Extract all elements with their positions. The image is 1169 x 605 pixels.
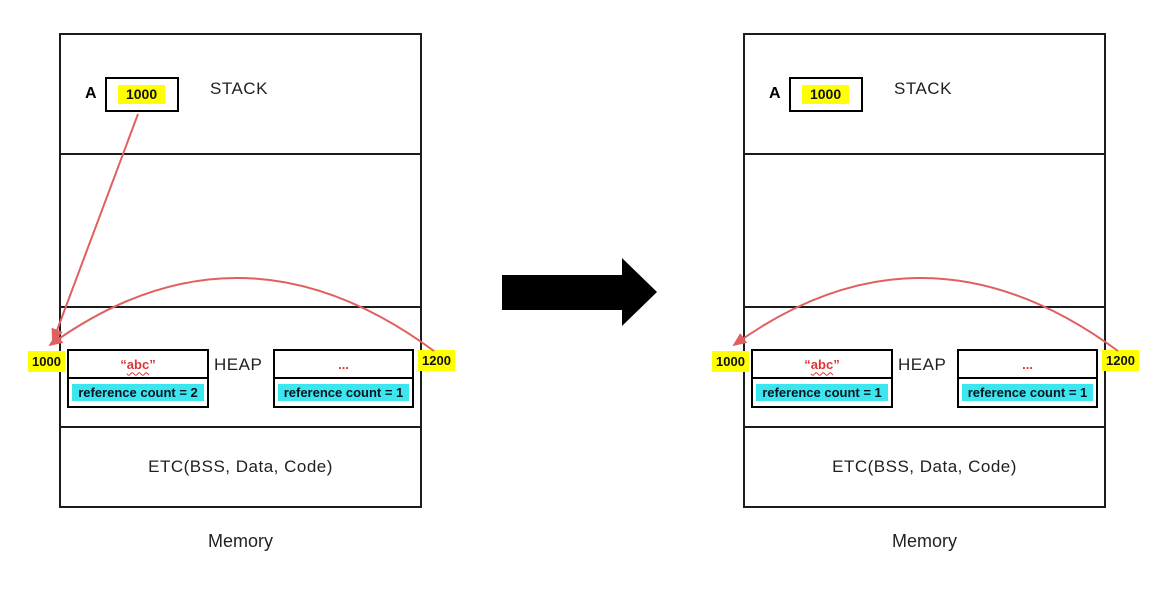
- object-value: “abc”: [753, 351, 891, 379]
- heap-bottom-divider: [61, 426, 420, 428]
- variable-value: 1000: [801, 84, 850, 104]
- variable-box: 1000: [104, 76, 179, 112]
- heap-top-divider: [61, 306, 420, 308]
- stack-section-divider: [745, 153, 1104, 155]
- heap-object-abc: “abc” reference count = 2: [67, 349, 209, 408]
- black-right-arrow-icon: [502, 258, 657, 326]
- memory-box: [743, 33, 1106, 508]
- reference-count-badge: reference count = 1: [277, 384, 410, 401]
- stack-variable: A 1000: [85, 76, 179, 112]
- object-text: ...: [1022, 356, 1033, 372]
- memory-caption: Memory: [891, 531, 957, 551]
- etc-label: ETC(BSS, Data, Code): [148, 457, 333, 476]
- open-quote: “: [804, 356, 811, 372]
- object-ref-row: reference count = 1: [959, 379, 1096, 406]
- object-text: abc: [126, 356, 150, 372]
- address-label-1000: 1000: [712, 351, 749, 372]
- heap-top-divider: [745, 306, 1104, 308]
- variable-label: A: [85, 85, 97, 102]
- variable-label: A: [769, 85, 781, 102]
- stack-label: STACK: [894, 79, 952, 98]
- variable-value: 1000: [117, 84, 166, 104]
- open-quote: “: [120, 356, 127, 372]
- reference-count-badge: reference count = 1: [756, 384, 888, 401]
- object-value: “abc”: [69, 351, 207, 379]
- variable-box: 1000: [788, 76, 863, 112]
- address-label-1000: 1000: [28, 351, 65, 372]
- object-ref-row: reference count = 1: [275, 379, 412, 406]
- object-text: ...: [338, 356, 349, 372]
- memory-caption: Memory: [207, 531, 273, 551]
- heap-bottom-divider: [745, 426, 1104, 428]
- reference-count-badge: reference count = 1: [961, 384, 1094, 401]
- heap-label: HEAP: [214, 355, 263, 374]
- heap-label: HEAP: [898, 355, 947, 374]
- stack-section-divider: [61, 153, 420, 155]
- close-quote: ”: [833, 356, 840, 372]
- transition-arrow: [502, 258, 657, 326]
- stack-variable: A 1000: [769, 76, 863, 112]
- heap-object-other: ... reference count = 1: [273, 349, 414, 408]
- memory-diagram-before: A 1000 STACK “abc” reference count = 2 H…: [10, 0, 460, 575]
- heap-object-other: ... reference count = 1: [957, 349, 1098, 408]
- memory-diagram-after: A 1000 STACK “abc” reference count = 1 H…: [694, 0, 1144, 575]
- address-label-1200: 1200: [418, 350, 455, 371]
- reference-count-badge: reference count = 2: [72, 384, 204, 401]
- close-quote: ”: [149, 356, 156, 372]
- address-label-1200: 1200: [1102, 350, 1139, 371]
- object-ref-row: reference count = 1: [753, 379, 891, 406]
- object-text: abc: [810, 356, 834, 372]
- object-value: ...: [275, 351, 412, 379]
- etc-label: ETC(BSS, Data, Code): [832, 457, 1017, 476]
- object-ref-row: reference count = 2: [69, 379, 207, 406]
- object-value: ...: [959, 351, 1096, 379]
- heap-object-abc: “abc” reference count = 1: [751, 349, 893, 408]
- stack-label: STACK: [210, 79, 268, 98]
